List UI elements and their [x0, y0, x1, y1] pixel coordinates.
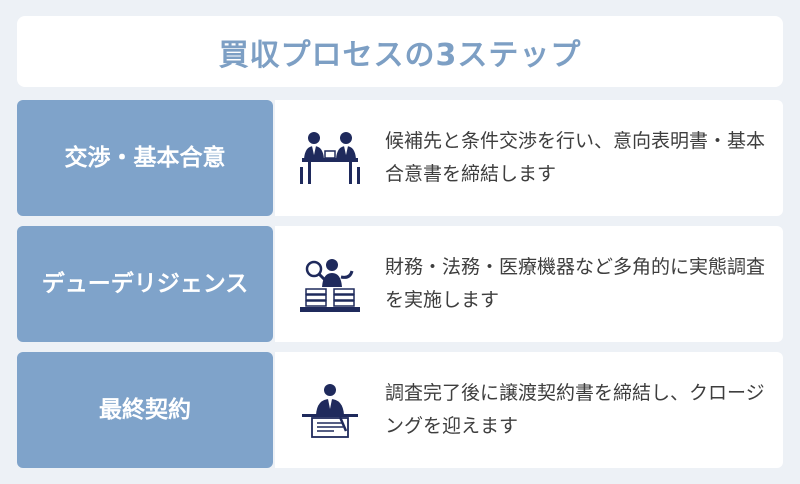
step-body: 財務・法務・医療機器など多角的に実態調査を実施します	[275, 226, 783, 342]
due-diligence-inspection-icon	[291, 254, 369, 314]
contract-signing-icon	[291, 380, 369, 440]
step-description: 調査完了後に譲渡契約書を締結し、クロージングを迎えます	[385, 382, 765, 437]
step-description: 財務・法務・医療機器など多角的に実態調査を実施します	[385, 256, 766, 311]
step-description: 候補先と条件交渉を行い、意向表明書・基本合意書を締結します	[385, 130, 766, 185]
negotiation-meeting-icon	[291, 128, 369, 188]
step-body: 候補先と条件交渉を行い、意向表明書・基本合意書を締結します	[275, 100, 783, 216]
step-body: 調査完了後に譲渡契約書を締結し、クロージングを迎えます	[275, 352, 783, 468]
step-label: 交渉・基本合意	[17, 100, 273, 216]
step-negotiation: 交渉・基本合意	[17, 100, 783, 216]
page-title: 買収プロセスの3ステップ	[218, 37, 582, 73]
title-card: 買収プロセスの3ステップ	[17, 16, 783, 87]
step-label: 最終契約	[17, 352, 273, 468]
step-final-contract: 最終契約 調査完了後に譲渡契	[17, 352, 783, 468]
step-label: デューデリジェンス	[17, 226, 273, 342]
step-due-diligence: デューデリジェンス	[17, 226, 783, 342]
